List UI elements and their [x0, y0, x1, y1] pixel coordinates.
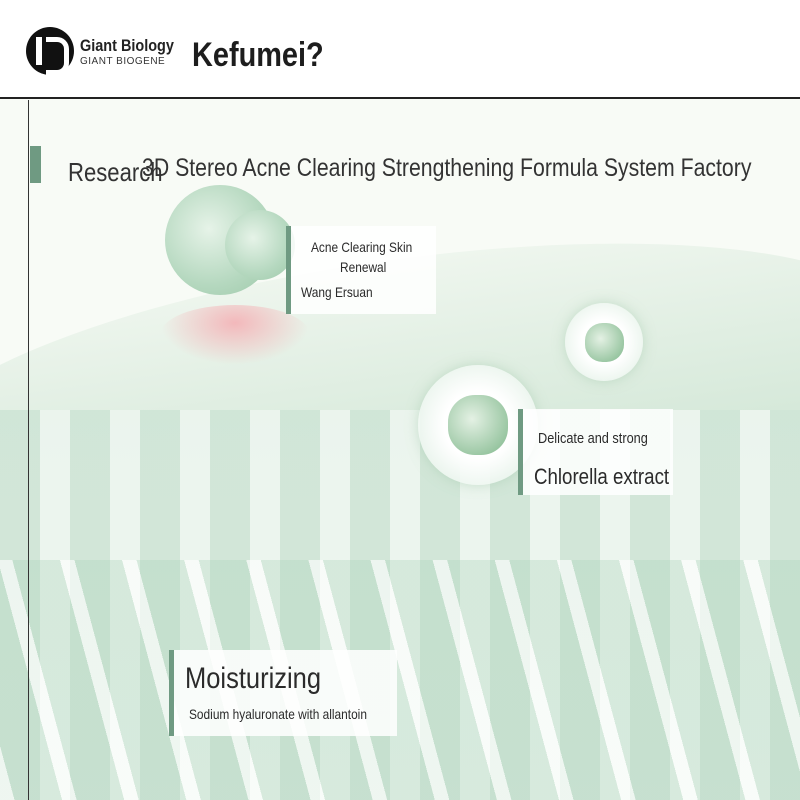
- callout-text: Acne Clearing Skin: [311, 239, 413, 255]
- divider: [28, 100, 29, 800]
- brand-name: Giant Biology: [80, 36, 174, 55]
- callout-acne: [286, 226, 436, 314]
- section-label: Research: [68, 157, 163, 187]
- callout-text: Sodium hyaluronate with allantoin: [189, 706, 367, 722]
- callout-title: Moisturizing: [185, 662, 322, 695]
- callout-bar: [169, 650, 174, 736]
- callout-bar: [518, 409, 523, 495]
- callout-bar: [286, 226, 291, 314]
- section-title: 3D Stereo Acne Clearing Strengthening Fo…: [142, 154, 752, 182]
- giant-biogene-logo: [26, 27, 74, 75]
- callout-text: Wang Ersuan: [301, 284, 373, 300]
- callout-chlorella: [518, 409, 673, 495]
- section-marker: [30, 146, 41, 183]
- brand-sub: GIANT BIOGENE: [80, 56, 166, 67]
- foam-cluster: [225, 210, 295, 280]
- gel-strands: [0, 560, 800, 800]
- page-title: Kefumei?: [192, 36, 324, 74]
- callout-text: Renewal: [340, 259, 387, 275]
- skin-bump: [160, 305, 310, 365]
- header: Giant Biology GIANT BIOGENE Kefumei?: [0, 0, 800, 99]
- callout-title: Chlorella extract: [534, 464, 670, 489]
- callout-text: Delicate and strong: [538, 430, 648, 447]
- chlorella-bubble-small: [565, 303, 643, 381]
- callout-moisturizing: [169, 650, 397, 736]
